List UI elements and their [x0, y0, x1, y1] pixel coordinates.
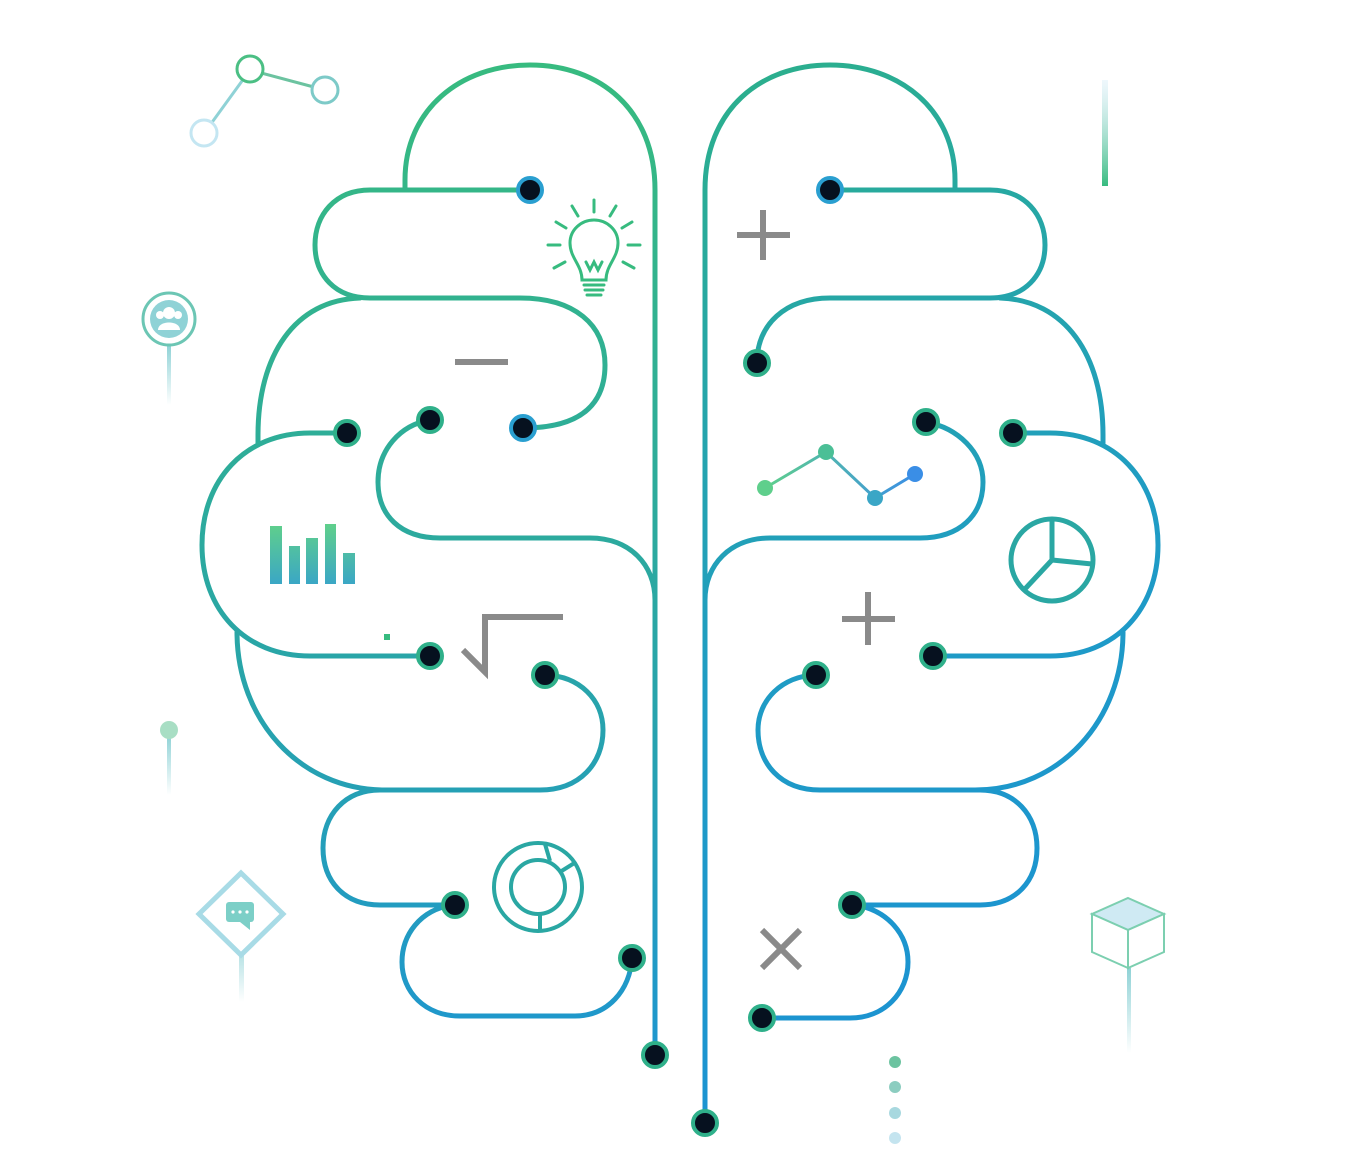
right-middle-lobe [930, 430, 1161, 659]
plus-icon [842, 592, 895, 645]
donut-chart-icon [492, 841, 584, 933]
node [691, 1109, 719, 1137]
right-third-lobe [997, 295, 1106, 448]
node [416, 406, 444, 434]
node [816, 176, 844, 204]
pin-marker [160, 721, 178, 795]
bar-chart-icon [270, 524, 355, 584]
circuit-nodes [333, 176, 1027, 1137]
left-bottom-lobe [320, 787, 458, 908]
right-hemisphere [702, 62, 1161, 1126]
node [516, 176, 544, 204]
node [999, 419, 1027, 447]
cube-icon [1089, 896, 1167, 1053]
node [838, 891, 866, 919]
network-graph-icon [189, 54, 340, 148]
right-top-lobe [702, 62, 958, 1126]
left-lower-lobe [234, 629, 606, 793]
user-group-icon [141, 291, 197, 405]
left-bottom-loop [399, 902, 635, 1019]
plus-icon [737, 210, 790, 260]
node [441, 891, 469, 919]
dot-trail [889, 1056, 901, 1144]
right-lower-lobe [755, 629, 1126, 793]
node [531, 661, 559, 689]
square-root-icon [460, 614, 563, 680]
node [748, 1004, 776, 1032]
line-chart-icon [757, 444, 923, 506]
node [333, 419, 361, 447]
accent-bar [1102, 80, 1108, 186]
right-bottom-lobe [849, 787, 1040, 908]
right-inner-loop [702, 419, 986, 603]
node [919, 642, 947, 670]
small-dot [384, 634, 390, 640]
node [802, 661, 830, 689]
node [618, 944, 646, 972]
node [641, 1041, 669, 1069]
node [743, 349, 771, 377]
multiply-icon [759, 927, 803, 971]
left-inner-loop [375, 417, 658, 603]
right-second-lobe [754, 187, 1048, 365]
left-top-lobe [402, 62, 658, 1058]
left-hemisphere [199, 62, 658, 1058]
node [912, 408, 940, 436]
left-second-lobe [312, 187, 608, 431]
lightbulb-icon [546, 198, 642, 297]
left-third-lobe [255, 295, 363, 448]
pie-chart-icon [1008, 516, 1096, 604]
right-bottom-loop [759, 902, 911, 1021]
left-middle-lobe [199, 430, 433, 659]
node [509, 414, 537, 442]
chat-bubble-icon [195, 869, 287, 1002]
node [416, 642, 444, 670]
